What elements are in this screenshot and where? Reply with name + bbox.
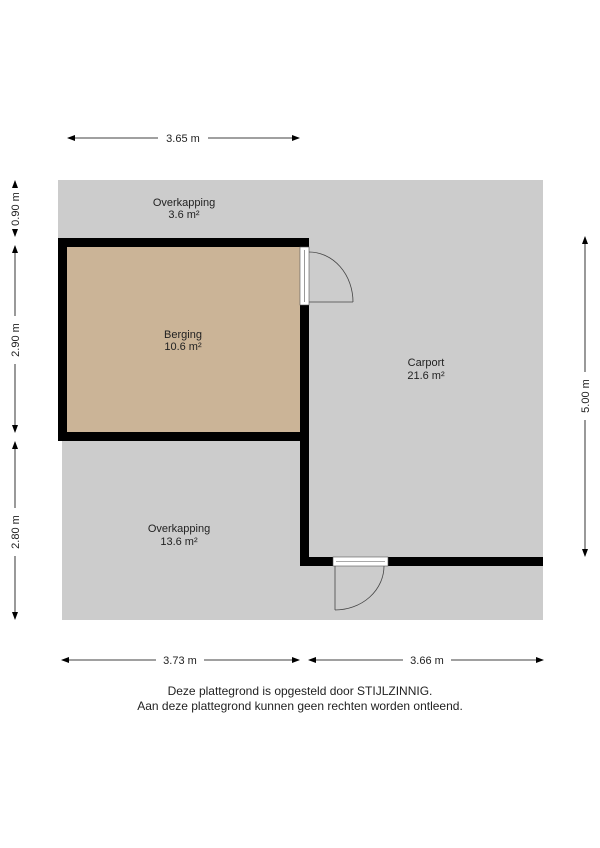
berging-door <box>299 246 354 306</box>
room-area: 10.6 m² <box>164 341 202 353</box>
footer-disclaimer: Deze plattegrond is opgesteld door STIJL… <box>0 684 600 714</box>
room-area: 13.6 m² <box>160 536 198 548</box>
room-area: 21.6 m² <box>407 370 445 382</box>
footer-line-1: Deze plattegrond is opgesteld door STIJL… <box>167 684 433 698</box>
dimension-bottom-left: 3.73 m <box>163 655 197 667</box>
dimension-left-bottom: 2.80 m <box>10 515 22 549</box>
room-area: 3.6 m² <box>168 209 200 221</box>
room-name: Carport <box>408 357 445 369</box>
carport-wall-left <box>300 305 309 566</box>
carport-wall-bottom-right <box>388 557 543 566</box>
berging-floor <box>67 247 300 432</box>
dimension-left-middle: 2.90 m <box>10 323 22 357</box>
room-name: Overkapping <box>148 523 210 535</box>
room-name: Overkapping <box>153 197 215 209</box>
dimension-lines <box>12 135 588 663</box>
carport-wall-bottom-left <box>300 557 333 566</box>
dimension-bottom-right: 3.66 m <box>410 655 444 667</box>
footer-line-2: Aan deze plattegrond kunnen geen rechten… <box>137 699 463 713</box>
dimension-left-top: 0.90 m <box>10 192 22 226</box>
room-name: Berging <box>164 329 202 341</box>
carport-door <box>332 556 389 611</box>
dimension-top: 3.65 m <box>166 133 200 145</box>
dimension-right: 5.00 m <box>580 379 592 413</box>
